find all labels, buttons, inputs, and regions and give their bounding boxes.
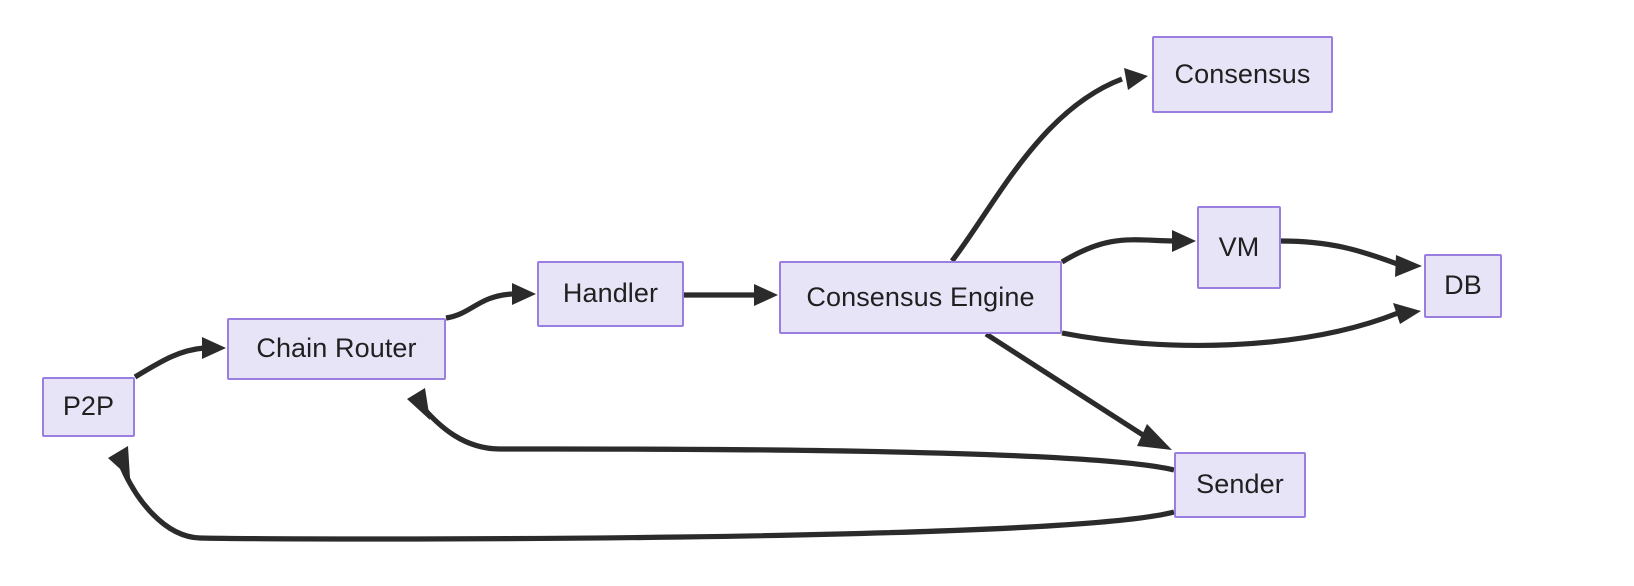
edge-sender-to-p2p [108, 446, 1175, 542]
node-label-handler: Handler [562, 278, 659, 309]
node-vm[interactable]: VM [1197, 206, 1281, 289]
node-consensus[interactable]: Consensus [1152, 36, 1333, 113]
node-handler[interactable]: Handler [537, 261, 684, 327]
edge-consensus-engine-to-db [1061, 303, 1421, 349]
node-db[interactable]: DB [1424, 254, 1502, 318]
node-label-chain-router: Chain Router [256, 333, 417, 364]
node-p2p[interactable]: P2P [42, 377, 135, 437]
edge-p2p-to-chain-router [133, 337, 226, 380]
node-label-consensus-engine: Consensus Engine [806, 281, 1035, 312]
edge-handler-to-consensus-engine [684, 284, 778, 306]
edge-vm-to-db [1280, 238, 1422, 277]
node-sender[interactable]: Sender [1174, 452, 1306, 518]
node-label-consensus: Consensus [1174, 58, 1311, 89]
edge-chain-router-to-handler [445, 283, 536, 321]
edge-consensus-engine-to-vm [1060, 230, 1196, 265]
arrow-head-icon [1124, 68, 1148, 90]
node-label-p2p: P2P [62, 391, 115, 422]
node-label-db: DB [1444, 270, 1482, 301]
arrow-head-icon [1137, 424, 1172, 450]
edge-sender-to-chain-router [407, 388, 1175, 473]
node-label-sender: Sender [1196, 469, 1284, 500]
arrow-head-icon [1395, 255, 1422, 277]
arrow-head-icon [1172, 230, 1196, 252]
edge-consensus-engine-to-consensus [949, 68, 1148, 263]
arrow-head-icon [1393, 303, 1421, 324]
node-chain-router[interactable]: Chain Router [227, 318, 446, 380]
edge-consensus-engine-to-sender [984, 331, 1172, 450]
arrow-head-icon [108, 446, 130, 478]
arrow-head-icon [202, 337, 226, 359]
arrow-head-icon [407, 388, 430, 420]
node-consensus-engine[interactable]: Consensus Engine [779, 261, 1062, 334]
arrow-head-icon [754, 284, 778, 306]
arrow-head-icon [512, 283, 536, 305]
node-label-vm: VM [1218, 231, 1260, 262]
